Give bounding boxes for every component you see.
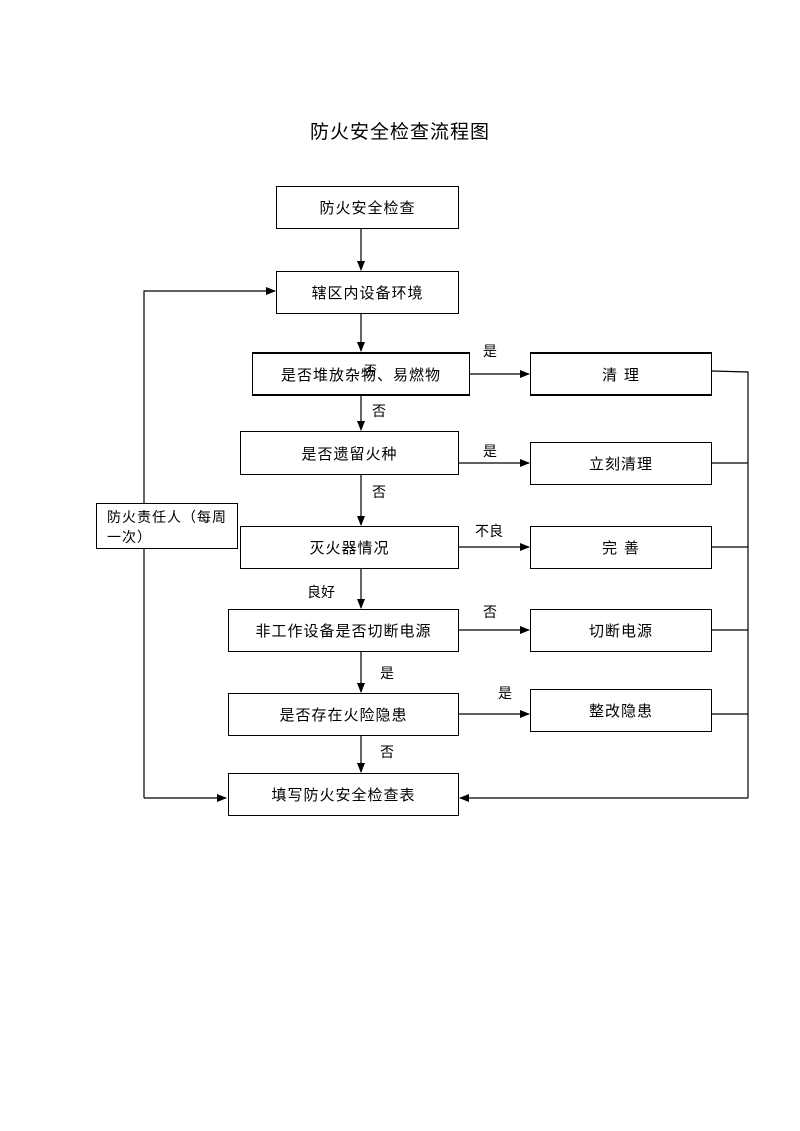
label-good: 良好 [307, 585, 335, 601]
label-yes-2: 是 [483, 444, 497, 460]
label-no-4: 否 [483, 605, 497, 621]
step-extinguisher-status: 灭火器情况 [240, 526, 459, 569]
action-improve: 完 善 [530, 526, 712, 569]
action-cut-power: 切断电源 [530, 609, 712, 652]
action-clean-immediately: 立刻清理 [530, 442, 712, 485]
step-check-embers: 是否遗留火种 [240, 431, 459, 475]
step-power-cutoff-check: 非工作设备是否切断电源 [228, 609, 459, 652]
step-check-debris: 是否堆放杂物、易燃物 [252, 352, 470, 396]
label-no-1: 否 [372, 404, 386, 420]
arrow-left-loop-top [143, 287, 276, 798]
label-yes-4: 是 [380, 666, 394, 682]
step-area-equipment: 辖区内设备环境 [276, 271, 459, 314]
label-yes-5: 是 [498, 686, 512, 702]
step-fire-safety-check: 防火安全检查 [276, 186, 459, 229]
label-yes-1: 是 [483, 344, 497, 360]
step-hazard-check: 是否存在火险隐患 [228, 693, 459, 736]
label-no-5: 否 [380, 745, 394, 761]
page-title: 防火安全检查流程图 [309, 121, 490, 143]
side-responsible-person: 防火责任人（每周一次） [96, 503, 238, 549]
action-fix-hazard: 整改隐患 [530, 689, 712, 732]
action-clean-up: 清 理 [530, 352, 712, 396]
label-no-2: 否 [372, 485, 386, 501]
label-not-good: 不良 [475, 524, 503, 540]
return-bus [711, 370, 749, 798]
step-fill-checklist: 填写防火安全检查表 [228, 773, 459, 816]
label-overlap-no: 否 [364, 364, 378, 379]
